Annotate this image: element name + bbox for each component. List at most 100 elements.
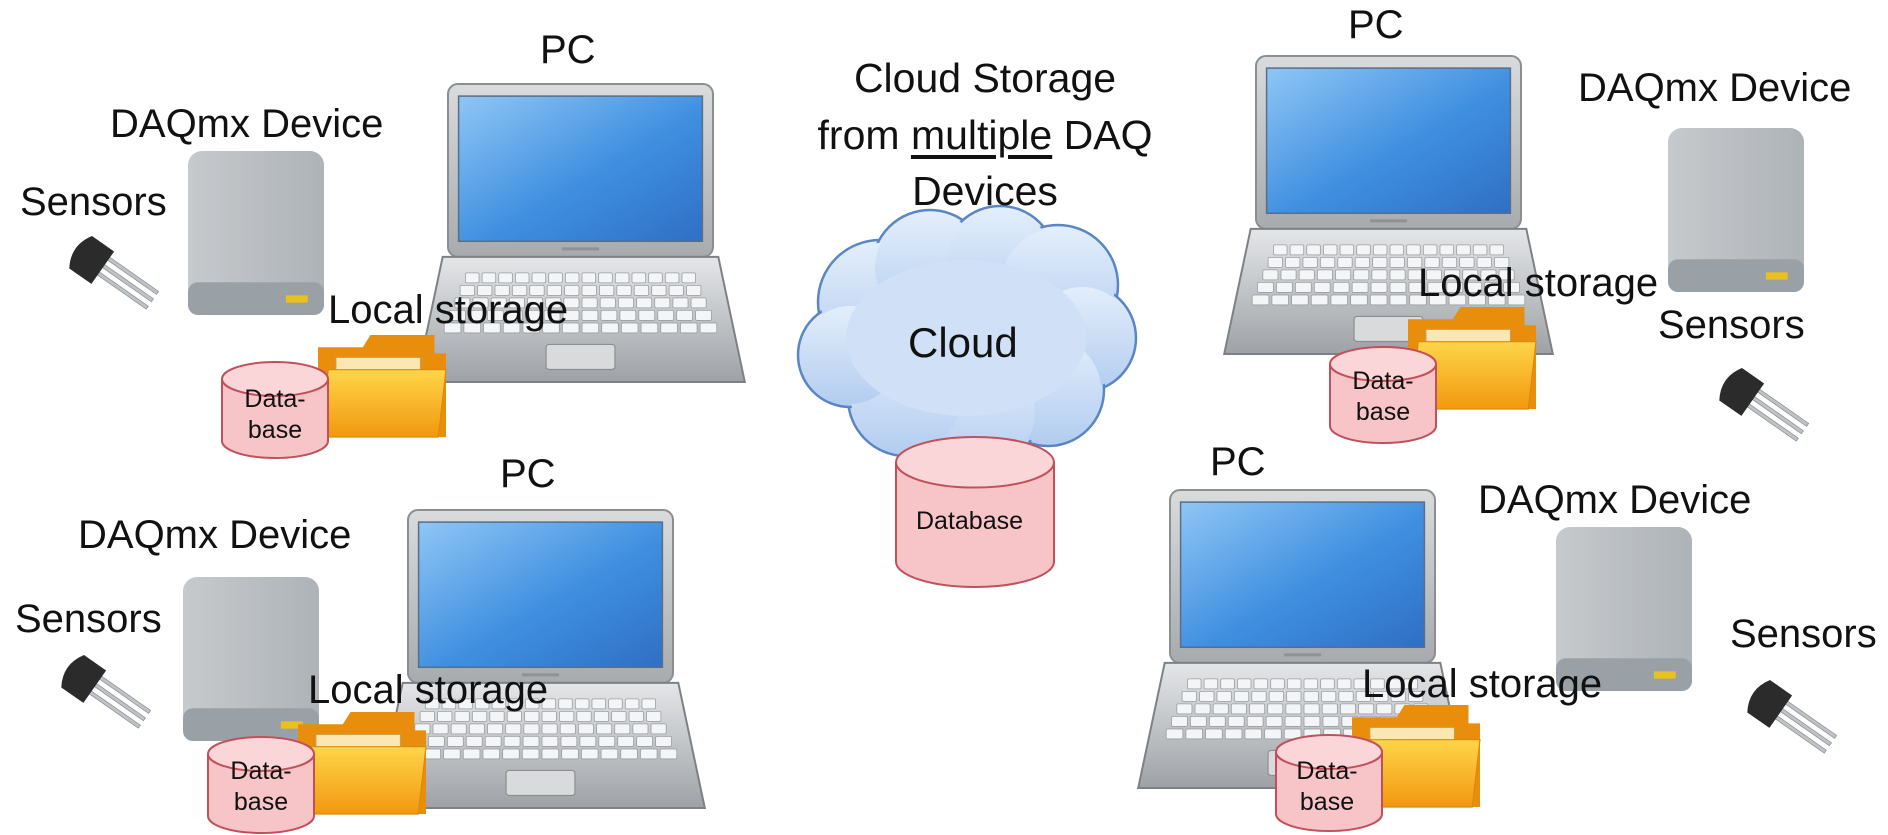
- device-led: [285, 295, 308, 303]
- database-icon: [895, 436, 1055, 588]
- key: [636, 297, 653, 309]
- key: [1253, 678, 1269, 690]
- cloud-core: [846, 260, 1086, 416]
- local-storage-label: Local storage: [1418, 261, 1659, 305]
- key: [471, 710, 488, 722]
- laptop-screen: [1265, 67, 1512, 215]
- key: [541, 736, 559, 747]
- key: [1424, 256, 1440, 268]
- cloud-label: Cloud: [908, 319, 1018, 366]
- cloud-icon: [796, 204, 1138, 472]
- key: [598, 736, 616, 747]
- key: [1503, 282, 1520, 293]
- key: [459, 284, 475, 296]
- sensor-icon: [1719, 368, 1810, 442]
- db-line-2: base: [233, 788, 289, 817]
- key: [1376, 703, 1393, 715]
- key: [428, 736, 445, 747]
- database-body: [1329, 363, 1437, 444]
- key: [522, 322, 541, 334]
- key: [502, 748, 520, 760]
- db-line-2: base: [247, 416, 303, 445]
- sensors-label: Sensors: [20, 180, 167, 224]
- key: [1199, 690, 1215, 702]
- key: [1370, 282, 1388, 293]
- key: [1407, 269, 1424, 281]
- key: [1406, 244, 1421, 256]
- key: [1408, 690, 1424, 702]
- sensors-label: Sensors: [15, 597, 162, 641]
- key: [1316, 269, 1333, 281]
- device-body: [1668, 128, 1804, 292]
- key: [1322, 244, 1338, 256]
- key: [1498, 269, 1515, 281]
- key: [1236, 678, 1252, 690]
- key: [465, 736, 483, 747]
- laptop-brand-mark: [561, 247, 600, 251]
- db-line-1: Data-: [244, 385, 306, 413]
- key: [498, 272, 513, 284]
- database-top: [221, 361, 329, 397]
- key: [511, 284, 528, 296]
- key: [524, 698, 540, 710]
- device-led: [1765, 272, 1788, 280]
- device-base: [183, 708, 319, 741]
- sensor-body: [1719, 368, 1765, 416]
- sensor-body: [1747, 680, 1793, 728]
- local-storage-label: Local storage: [1362, 662, 1603, 706]
- key: [1190, 716, 1207, 727]
- folder-front: [299, 746, 427, 815]
- key: [1386, 678, 1402, 690]
- folder-front: [319, 369, 447, 438]
- key: [1212, 703, 1229, 715]
- db-line-1: Data-: [1296, 757, 1358, 785]
- key: [1310, 294, 1329, 306]
- key: [598, 272, 613, 284]
- key: [449, 310, 466, 321]
- key: [1230, 703, 1247, 715]
- key: [580, 748, 599, 760]
- key: [680, 322, 698, 334]
- key: [1489, 244, 1505, 256]
- key: [542, 322, 560, 334]
- key: [577, 723, 594, 735]
- key: [581, 310, 599, 321]
- key: [1336, 678, 1352, 690]
- key: [1330, 294, 1349, 306]
- key: [541, 710, 557, 722]
- key: [1224, 728, 1243, 740]
- laptop-brand-mark: [1369, 219, 1408, 223]
- database-top: [207, 736, 315, 772]
- key: [646, 710, 662, 722]
- key: [458, 698, 473, 710]
- title-line-3: Devices: [912, 168, 1058, 215]
- key: [591, 698, 607, 710]
- key: [1372, 256, 1388, 268]
- key: [1265, 716, 1283, 727]
- key: [672, 297, 689, 309]
- key: [1321, 690, 1337, 702]
- key: [1289, 244, 1305, 256]
- daqmx-device-label: DAQmx Device: [110, 102, 384, 146]
- key: [581, 284, 597, 296]
- key: [1216, 690, 1232, 702]
- key: [640, 322, 659, 334]
- key: [1262, 269, 1279, 281]
- key: [560, 736, 578, 747]
- daq-device-icon: [1668, 128, 1804, 292]
- database-top: [1275, 734, 1383, 770]
- key: [1280, 269, 1297, 281]
- laptop-brand-mark: [521, 673, 560, 677]
- pc-label: PC: [1210, 440, 1266, 484]
- key: [1285, 703, 1302, 715]
- title-line-2-pre: from: [817, 111, 911, 158]
- key: [1507, 294, 1526, 306]
- key: [1422, 244, 1438, 256]
- station-3: [1136, 489, 1838, 832]
- key: [593, 710, 610, 722]
- key: [1427, 282, 1445, 293]
- key: [1444, 269, 1461, 281]
- title-line-1: Cloud Storage: [853, 55, 1117, 101]
- key: [474, 698, 490, 710]
- key: [1339, 703, 1356, 715]
